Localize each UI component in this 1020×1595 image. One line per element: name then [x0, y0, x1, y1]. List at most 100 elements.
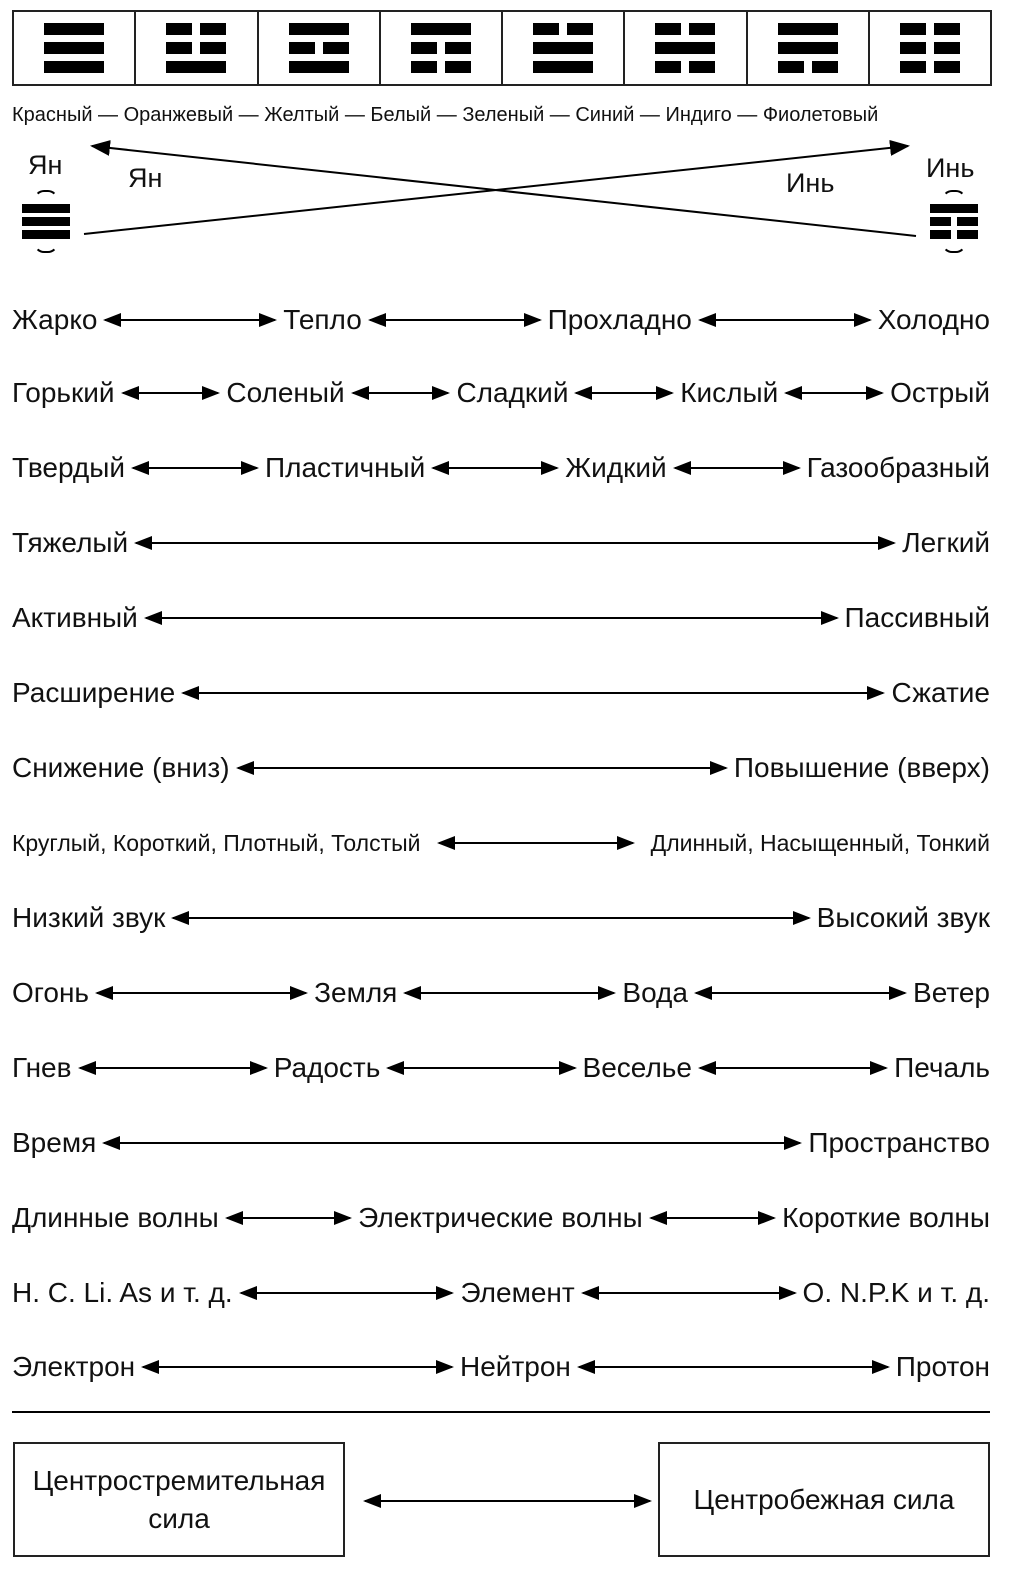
double-arrow — [134, 536, 897, 550]
trigram-4-icon — [381, 12, 503, 84]
double-arrow — [436, 836, 635, 850]
polarity-term: Кислый — [680, 377, 779, 408]
color-sequence: Красный — Оранжевый — Желтый — Белый — З… — [12, 104, 879, 126]
double-arrow — [367, 313, 542, 327]
polarity-term: Электрон — [12, 1351, 136, 1382]
polarity-row: Тяжелый Легкий — [12, 525, 990, 561]
trigram-7-icon — [748, 12, 870, 84]
double-arrow — [103, 313, 278, 327]
polarity-term: Жидкий — [565, 452, 667, 483]
polarity-term: Высокий звук — [816, 902, 990, 933]
polarity-term: Земля — [314, 977, 398, 1008]
trigram-6-icon — [625, 12, 748, 84]
trigram-2-icon — [136, 12, 259, 84]
polarity-term: Пластичный — [264, 452, 426, 483]
double-arrow — [171, 911, 811, 925]
polarity-term: Холодно — [877, 304, 990, 335]
double-arrow — [235, 761, 729, 775]
polarity-term: O. N.P.K и т. д. — [802, 1277, 991, 1308]
double-arrow — [131, 461, 259, 475]
polarity-term: Пассивный — [844, 602, 990, 633]
double-arrow — [576, 1360, 890, 1374]
polarity-term: Вода — [622, 977, 688, 1008]
polarity-row: Активный Пассивный — [12, 600, 990, 636]
yin-yang-cross-arrows — [83, 139, 917, 237]
polarity-term: Твердый — [12, 452, 126, 483]
polarity-term: Горький — [12, 377, 115, 408]
double-arrow — [181, 686, 886, 700]
polarity-term: Короткие волны — [782, 1202, 990, 1233]
double-arrow — [120, 386, 221, 400]
yin-label: Инь — [926, 153, 975, 183]
polarity-term: Длинный, Насыщенный, Тонкий — [650, 829, 990, 856]
polarity-term: Время — [12, 1127, 97, 1158]
polarity-term: Жарко — [12, 304, 98, 335]
polarity-term: Круглый, Короткий, Плотный, Толстый — [12, 829, 421, 856]
polarity-term: Печаль — [894, 1052, 990, 1083]
polarity-row: Жарко Тепло Прохладно Холодно — [12, 302, 990, 338]
polarity-term: Гнев — [12, 1052, 72, 1083]
double-arrow — [224, 1211, 353, 1225]
polarity-row: Низкий звук Высокий звук — [12, 900, 990, 936]
double-arrow — [574, 386, 675, 400]
polarity-term: Ветер — [913, 977, 990, 1008]
polarity-term: Тепло — [283, 304, 362, 335]
double-arrow — [672, 461, 801, 475]
centripetal-force-box: Центростремительная сила — [13, 1442, 345, 1557]
double-arrow — [141, 1360, 454, 1374]
centrifugal-force-label: Центробежная сила — [693, 1483, 955, 1515]
force-arrow — [363, 1494, 652, 1508]
yin-trigram-icon — [930, 190, 978, 253]
double-arrow — [238, 1286, 455, 1300]
polarity-row: Длинные волны Электрические волны Короткие… — [12, 1200, 990, 1236]
double-arrow — [784, 386, 884, 400]
yang-inner-label: Ян — [128, 163, 163, 193]
polarity-term: Веселье — [582, 1052, 692, 1083]
polarity-term: Электрические волны — [358, 1202, 643, 1233]
polarity-term: Элемент — [460, 1277, 575, 1308]
polarity-row: Твердый Пластичный Жидкий Газообразный — [12, 450, 990, 486]
divider — [12, 1411, 990, 1413]
polarity-term: Пространство — [808, 1127, 990, 1158]
polarity-term: Длинные волны — [12, 1202, 219, 1233]
double-arrow — [648, 1211, 777, 1225]
double-arrow — [386, 1061, 577, 1075]
double-arrow — [697, 1061, 889, 1075]
double-arrow — [403, 986, 617, 1000]
double-arrow — [693, 986, 908, 1000]
yang-label: Ян — [28, 150, 63, 180]
double-arrow — [102, 1136, 803, 1150]
centripetal-force-label: Центростремительная сила — [32, 1464, 326, 1534]
double-arrow — [77, 1061, 268, 1075]
double-arrow — [431, 461, 560, 475]
polarity-term: Расширение — [12, 677, 176, 708]
polarity-term: Низкий звук — [12, 902, 166, 933]
trigram-3-icon — [259, 12, 381, 84]
centrifugal-force-box: Центробежная сила — [658, 1442, 990, 1557]
trigram-5-icon — [503, 12, 626, 84]
polarity-term: Газообразный — [806, 452, 991, 483]
polarity-term: Легкий — [902, 527, 990, 558]
polarity-term: Радость — [273, 1052, 381, 1083]
trigram-1-icon — [14, 12, 137, 84]
polarity-term: Острый — [890, 377, 991, 408]
polarity-term: Тяжелый — [12, 527, 129, 558]
double-arrow — [94, 986, 309, 1000]
polarity-term: Соленый — [226, 377, 345, 408]
polarity-term: Повышение (вверх) — [733, 752, 990, 783]
polarity-row: Круглый, Короткий, Плотный, Толстый Длинн… — [12, 825, 990, 861]
double-arrow — [697, 313, 872, 327]
yin-inner-label: Инь — [786, 168, 835, 198]
polarity-term: Активный — [12, 602, 138, 633]
polarity-term: Прохладно — [547, 304, 692, 335]
polarity-row: Снижение (вниз)Повышение (вверх) — [12, 750, 990, 786]
polarity-term: H. C. Li. As и т. д. — [12, 1277, 233, 1308]
double-arrow — [580, 1286, 797, 1300]
polarity-row: Время Пространство — [12, 1125, 990, 1161]
polarity-term: Протон — [895, 1351, 990, 1382]
double-arrow — [143, 611, 839, 625]
